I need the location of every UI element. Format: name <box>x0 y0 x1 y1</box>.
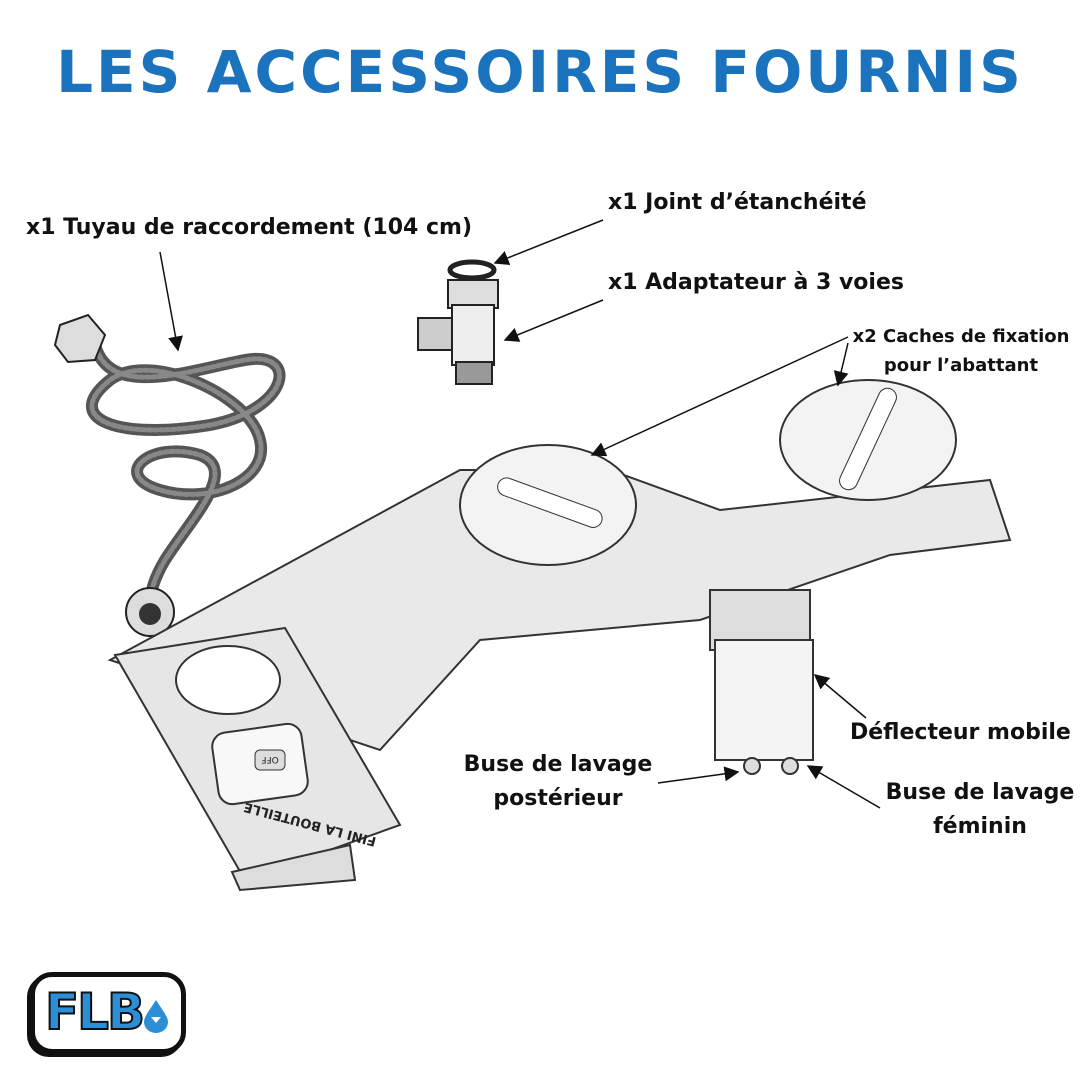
label-feminine-nozzle-line2: féminin <box>933 814 1027 839</box>
cap-slot <box>497 477 603 528</box>
label-fixing-caps-line2: pour l’abattant <box>883 355 1039 376</box>
hose-illustration <box>85 339 286 611</box>
flb-logo: FLB <box>30 972 186 1054</box>
label-rear-nozzle-line1: Buse de lavage <box>463 752 653 777</box>
label-seal: x1 Joint d’étanchéité <box>608 190 867 215</box>
water-drop-icon <box>144 1000 168 1033</box>
off-button-label: OFF <box>261 754 278 764</box>
control-panel: OFF FINI LA BOUTEILLE <box>113 626 402 892</box>
hose-nut-top <box>53 313 107 364</box>
hose-nut-hole <box>139 603 161 625</box>
label-adapter: x1 Adaptateur à 3 voies <box>608 270 904 295</box>
logo-text: FLB <box>44 982 146 1042</box>
off-button <box>254 749 286 771</box>
label-rear-nozzle-line2: postérieur <box>493 786 623 811</box>
label-feminine-nozzle: Buse de lavage féminin <box>880 776 1080 844</box>
label-hose: x1 Tuyau de raccordement (104 cm) <box>26 215 472 240</box>
label-fixing-caps-line1: x2 Caches de fixation <box>852 326 1070 347</box>
label-rear-nozzle: Buse de lavage postérieur <box>458 748 658 816</box>
page-title: LES ACCESSOIRES FOURNIS <box>56 38 1024 106</box>
pressure-knob <box>175 645 281 715</box>
three-way-adapter-illustration <box>417 259 499 385</box>
label-feminine-nozzle-line1: Buse de lavage <box>885 780 1075 805</box>
label-deflector: Déflecteur mobile <box>850 720 1071 745</box>
label-fixing-caps: x2 Caches de fixation pour l’abattant <box>850 322 1072 380</box>
callout-arrows <box>159 219 881 809</box>
cap-slot <box>839 387 897 491</box>
nozzle-assembly <box>709 589 814 775</box>
